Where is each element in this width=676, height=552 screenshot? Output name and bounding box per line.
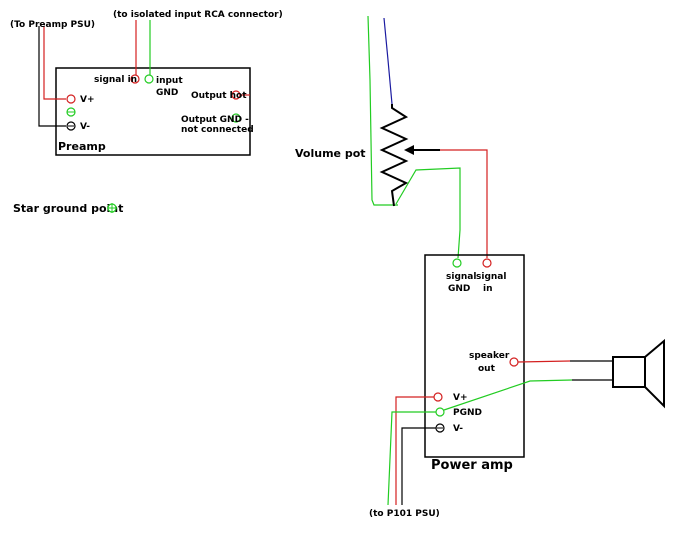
amp-vminus-wire bbox=[401, 427, 436, 505]
star-ground-label: Star ground point bbox=[13, 202, 123, 215]
speaker-out-terminal bbox=[509, 357, 519, 367]
speaker-label-1: speaker bbox=[469, 351, 510, 361]
preamp-box bbox=[55, 67, 251, 156]
preamp-vplus-wire bbox=[43, 26, 66, 100]
to-preamp-psu-label: (To Preamp PSU) bbox=[10, 20, 95, 30]
amp-signal-label-1: signal bbox=[446, 272, 476, 282]
pot-resistor bbox=[379, 104, 409, 207]
output-gnd-label-line2: not connected bbox=[181, 125, 254, 135]
volume-pot-label: Volume pot bbox=[295, 147, 366, 160]
preamp-vplus-terminal bbox=[66, 94, 76, 104]
amp-vminus-label: V- bbox=[453, 424, 463, 434]
amp-signal-in-terminal bbox=[482, 258, 492, 268]
preamp-input-label: input bbox=[156, 76, 183, 86]
power-amp-title: Power amp bbox=[431, 458, 513, 473]
amp-vplus-terminal bbox=[433, 392, 443, 402]
to-p101-psu-label: (to P101 PSU) bbox=[369, 509, 440, 519]
amp-pgnd-wire bbox=[387, 411, 436, 506]
pot-wiper-arrowhead bbox=[404, 145, 414, 155]
amp-signal-gnd-terminal bbox=[452, 258, 462, 268]
amp-pgnd-terminal bbox=[435, 407, 445, 417]
pot-ground-wire-left bbox=[367, 15, 398, 206]
amp-vplus-wire bbox=[395, 396, 434, 505]
preamp-vminus-label: V- bbox=[80, 122, 90, 132]
preamp-signal-in-label: signal in bbox=[94, 75, 137, 85]
output-gnd-terminal bbox=[231, 113, 241, 123]
preamp-vplus-label: V+ bbox=[80, 95, 95, 105]
amp-signal-label-2: signal bbox=[476, 272, 506, 282]
output-hot-label: Output hot bbox=[191, 91, 247, 101]
speaker-label-2: out bbox=[478, 364, 496, 374]
speaker-magnet bbox=[612, 356, 646, 388]
preamp-gnd-label: GND bbox=[156, 88, 178, 98]
speaker-cone bbox=[644, 338, 665, 409]
preamp-title: Preamp bbox=[58, 140, 106, 153]
amp-in-label: in bbox=[483, 284, 493, 294]
preamp-vminus-wire bbox=[38, 26, 66, 127]
output-gnd-label-line1: Output GND - bbox=[181, 115, 249, 125]
preamp-signal-in-terminal bbox=[130, 74, 140, 84]
pot-top-wire bbox=[383, 17, 393, 105]
amp-pgnd-label: PGND bbox=[453, 408, 482, 418]
speaker-hot-wire bbox=[517, 360, 571, 363]
preamp-input-gnd-terminal bbox=[144, 74, 154, 84]
pot-wiper-signal-wire bbox=[440, 149, 488, 258]
to-rca-label: (to isolated input RCA connector) bbox=[113, 10, 283, 20]
speaker-ground-wire bbox=[443, 379, 573, 411]
amp-gnd-label: GND bbox=[448, 284, 470, 294]
amp-vplus-label: V+ bbox=[453, 393, 468, 403]
power-amp-box bbox=[424, 254, 525, 458]
pot-bottom-ground-wire bbox=[395, 167, 461, 259]
